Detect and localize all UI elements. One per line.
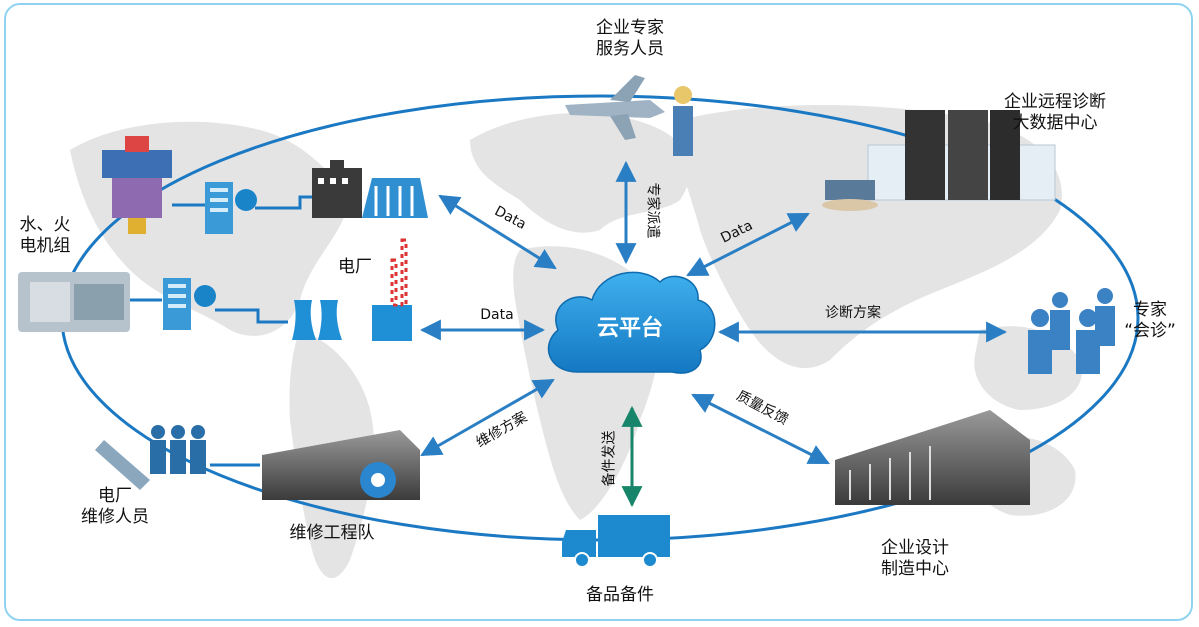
plant-building-icon: [312, 160, 362, 218]
arrow-data-top-left: [438, 194, 557, 270]
arrow-data-top-right: [686, 212, 810, 277]
plane-expert-icon: [565, 75, 693, 156]
power-plant-icon: [292, 238, 412, 341]
label-diagnosis-plan: 诊断方案: [825, 305, 881, 321]
label-remote-diagnosis-center: 企业远程诊断 大数据中心: [1004, 92, 1106, 133]
experts-group-icon: [1028, 288, 1115, 374]
label-enterprise-expert-service: 企业专家 服务人员: [596, 18, 664, 59]
connector-lines: [130, 195, 312, 467]
truck-icon: [562, 515, 670, 568]
data-center-icon: [822, 110, 1056, 211]
label-power-plant: 电厂: [338, 257, 372, 277]
arrow-quality-feedback: [691, 393, 830, 465]
wrench-people-icon: [95, 425, 206, 490]
maintenance-building-icon: [262, 430, 420, 500]
label-spare-parts: 备品备件: [586, 585, 654, 605]
arrow-repair-plan: [420, 378, 555, 457]
label-data-left: Data: [480, 307, 514, 323]
generator-icon: [18, 272, 130, 332]
label-plant-maintenance-staff: 电厂 维修人员: [81, 486, 149, 527]
server-icon-2: [163, 278, 216, 330]
turbine-icon: [102, 136, 172, 234]
label-parts-delivery: 备件发送: [601, 430, 618, 487]
arrows: [419, 160, 1008, 465]
label-expert-consultation: 专家 “会诊”: [1124, 300, 1176, 341]
factory-building-icon: [835, 410, 1030, 505]
label-maintenance-team: 维修工程队: [289, 523, 375, 543]
label-design-manufacturing-center: 企业设计 制造中心: [881, 538, 949, 579]
label-expert-dispatch: 专家派遣: [644, 182, 661, 239]
server-icon-1: [205, 182, 257, 234]
cloud-icon: [547, 271, 716, 374]
hydro-dam-icon: [362, 178, 428, 218]
label-hydro-thermal-units: 水、火 电机组: [19, 215, 71, 256]
cloud-platform-label: 云平台: [596, 316, 663, 341]
